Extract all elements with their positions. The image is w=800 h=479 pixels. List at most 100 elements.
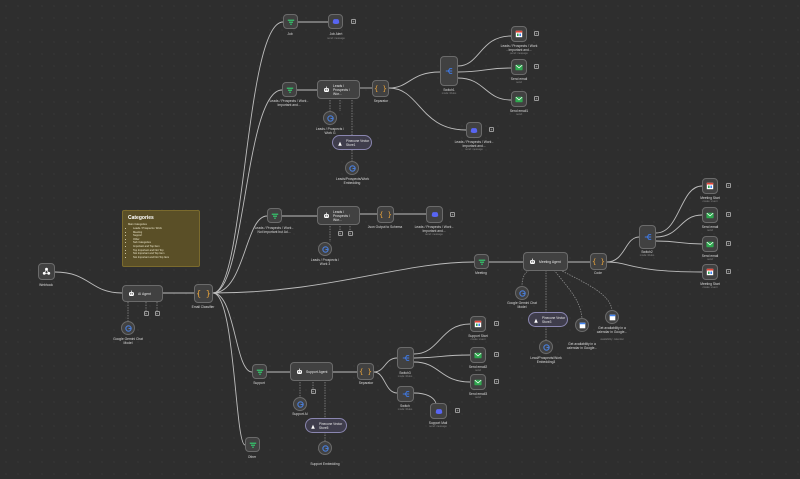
add-node-button[interactable]: + [726, 183, 731, 188]
leads-agent-node[interactable]: Leads / Prospects / Wor... [317, 80, 360, 99]
job-alert-node[interactable] [328, 14, 343, 29]
filter-icon [271, 212, 279, 220]
add-tool-button[interactable]: + [347, 231, 353, 236]
switch-3-node[interactable] [397, 347, 414, 369]
separator-node[interactable]: { } [372, 80, 389, 97]
add-node-button[interactable]: + [351, 19, 356, 24]
robot-icon [128, 290, 135, 297]
job-alert-sub: send: message [327, 37, 345, 40]
gemini-icon [296, 400, 304, 408]
discord-icon [435, 408, 443, 415]
gmail-icon [515, 64, 523, 71]
pinecone-store-3-title: Pinecone Vector Store5 [319, 421, 343, 430]
send-email-mid-node[interactable] [702, 207, 718, 223]
add-node-button[interactable]: + [726, 241, 731, 246]
add-node-button[interactable]: + [450, 212, 455, 217]
support-embedding-node[interactable] [318, 441, 332, 455]
leads-discord-2-node[interactable] [466, 122, 482, 138]
pinecone-store-2-node[interactable]: Pinecone Vector Store3 [528, 312, 568, 327]
pinecone-store-1-node[interactable]: Pinecone Vector Store1 [332, 135, 372, 150]
leads-calendar-node[interactable] [511, 26, 527, 42]
add-node-button[interactable]: + [489, 127, 494, 132]
pinecone-store-2-title: Pinecone Vector Store3 [542, 315, 566, 324]
gmail-icon [474, 379, 482, 386]
send-email-mid-2-node[interactable] [702, 236, 718, 252]
sticky-item: Important and Top Item [133, 245, 194, 249]
gemini-icon [348, 164, 356, 172]
meeting-filter-node[interactable] [474, 254, 489, 269]
leads-gemini-node[interactable] [323, 111, 337, 125]
separator-label: Separator [373, 99, 389, 103]
switch-1-node[interactable] [440, 56, 458, 86]
gemini-icon [326, 114, 334, 122]
add-node-button[interactable]: + [534, 64, 539, 69]
support-start-node[interactable] [470, 316, 486, 332]
leads-filter-label: Leads / Prospects / Work - Important and… [269, 99, 309, 107]
send-email1-top-node[interactable] [511, 91, 527, 107]
leads-embedding-node[interactable] [345, 161, 359, 175]
switch-4-node[interactable] [397, 386, 414, 402]
meeting-start-node[interactable] [702, 178, 718, 194]
meeting-start-2-node[interactable] [702, 264, 718, 280]
ai-agent-node[interactable]: AI Agent [122, 285, 163, 302]
code-node[interactable]: { } [590, 253, 607, 270]
send-email3-node[interactable] [470, 374, 486, 390]
webhook-node[interactable] [38, 263, 55, 280]
support-filter-node[interactable] [252, 364, 267, 379]
add-memory-button[interactable]: + [310, 389, 316, 394]
get-availability-2-node[interactable] [605, 310, 619, 324]
leads-gemini-label: Leads / Prospects / Work G [315, 127, 345, 135]
leads-discord-3-node[interactable] [426, 206, 443, 223]
add-node-button[interactable]: + [726, 212, 731, 217]
separator-2-node[interactable]: { } [357, 363, 374, 380]
json-output-node[interactable]: { } [377, 206, 394, 223]
leads-discord-top-sub: send: message [510, 52, 528, 55]
lead-embedding-2-node[interactable] [539, 340, 553, 354]
discord-icon [431, 211, 439, 218]
other-filter-node[interactable] [245, 437, 260, 452]
support-embedding-label: Support Embedding [310, 462, 340, 466]
add-node-button[interactable]: + [455, 408, 460, 413]
send-email-top-node[interactable] [511, 59, 527, 75]
meeting-gemini-node[interactable] [515, 286, 529, 300]
leads-filter-node[interactable] [282, 82, 297, 97]
support-gemini-node[interactable] [293, 397, 307, 411]
pinecone-store-3-node[interactable]: Pinecone Vector Store5 [305, 418, 347, 433]
send-email3-label: Send email3 [468, 392, 488, 396]
add-node-button[interactable]: + [494, 379, 499, 384]
send-email-top-label: Send email [510, 77, 528, 81]
email-classifier-node[interactable]: { } [194, 284, 213, 303]
add-memory-button[interactable]: + [337, 231, 343, 236]
support-mail-node[interactable] [430, 403, 447, 419]
switch-2-node[interactable] [639, 225, 656, 249]
code-icon: { } [379, 210, 392, 219]
filter-icon [256, 368, 264, 376]
calendar-icon [515, 30, 523, 38]
support-agent-node[interactable]: Support Agent [290, 362, 333, 381]
sticky-item: Meeting [133, 231, 194, 235]
meeting-agent-node[interactable]: Meeting Agent [523, 252, 568, 271]
add-tool-button[interactable]: + [154, 311, 160, 316]
leads-filter-2-node[interactable] [267, 208, 282, 223]
leads-gemini-2-node[interactable] [318, 242, 332, 256]
lead-embedding-2-label: Lead/Prospects/Work Embedding3 [530, 356, 562, 364]
gemini-chat-model-node[interactable] [121, 321, 135, 335]
get-availability-node[interactable] [575, 318, 589, 332]
calendar-icon [706, 182, 714, 190]
leads-agent-2-node[interactable]: Leads / Prospects / Wor... [317, 206, 360, 225]
job-filter-node[interactable] [283, 14, 298, 29]
leads-embedding-label: Leads/Prospects/Work Embedding [336, 177, 370, 185]
robot-icon [323, 86, 330, 93]
code-icon: { } [592, 257, 605, 266]
categories-sticky-note[interactable]: Categories Main Categories Leads / Prosp… [122, 210, 200, 267]
add-node-button[interactable]: + [534, 96, 539, 101]
add-node-button[interactable]: + [534, 31, 539, 36]
add-node-button[interactable]: + [726, 269, 731, 274]
send-email2-node[interactable] [470, 347, 486, 363]
add-node-button[interactable]: + [494, 321, 499, 326]
add-node-button[interactable]: + [494, 352, 499, 357]
gemini-chat-model-label: Google Gemini Chat Model [113, 337, 143, 345]
sticky-item: Not Important and Top Item [133, 252, 194, 256]
add-memory-button[interactable]: + [143, 311, 149, 316]
